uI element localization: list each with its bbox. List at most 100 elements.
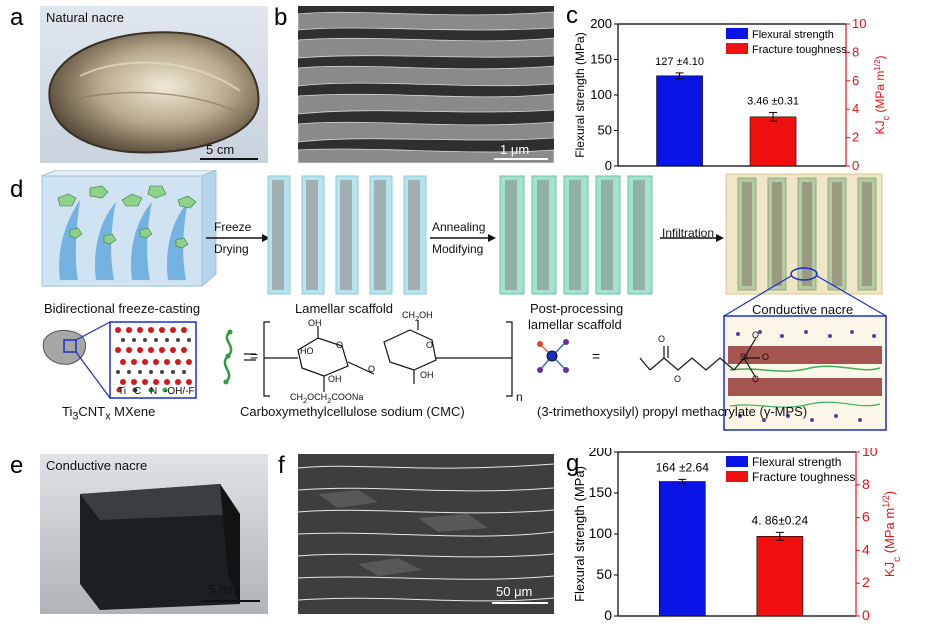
legend-swatch-toughness — [726, 471, 748, 482]
mxene-atom — [142, 359, 148, 365]
panel-a-scalebar-label: 5 cm — [206, 142, 235, 157]
mxene-atom — [186, 379, 192, 385]
mxene-atom — [181, 327, 187, 333]
mxene-atom — [126, 347, 132, 353]
mxene-atom — [175, 359, 181, 365]
legend-swatch-toughness — [726, 43, 748, 54]
mxene-atom — [164, 379, 170, 385]
sem-lamellae — [298, 6, 554, 163]
mxene-atom — [160, 370, 164, 374]
legend-label-flexural: Flexural strength — [752, 455, 841, 469]
mxene-atom — [165, 338, 169, 342]
panel-f-scalebar — [492, 602, 548, 604]
bar-fracture-toughness — [756, 535, 804, 617]
panel-label-g: g — [566, 450, 580, 477]
tick-label-left: 200 — [590, 16, 612, 31]
arrow-3-top-label: Infiltration — [662, 226, 715, 240]
cmc-equals: = — [250, 348, 259, 364]
legend-label-toughness: Fracture toughness — [752, 44, 847, 56]
mxene-atom — [154, 338, 158, 342]
mxene-atom — [115, 347, 121, 353]
conductive-nacre-photo: Conductive nacre 5 mm — [40, 454, 268, 614]
mxene-atom — [159, 347, 165, 353]
mxene-atom — [170, 327, 176, 333]
ylabel-left: Flexural strength (MPa) — [572, 466, 587, 602]
mxene-atom — [131, 359, 137, 365]
cmc-n: n — [516, 390, 523, 404]
mxene-atom — [170, 347, 176, 353]
legend-swatch-flexural — [726, 456, 748, 467]
data-label-toughness: 4. 86±0.24 — [752, 513, 809, 527]
data-label-flexural: 127 ±4.10 — [655, 56, 704, 68]
cmc-oh3: OH — [420, 370, 434, 380]
tick-label-right: 8 — [862, 476, 870, 492]
tick-label-right: 0 — [852, 158, 859, 173]
tick-label-right: 0 — [862, 607, 870, 623]
cmc-o3: O — [426, 340, 434, 350]
tick-label-left: 150 — [590, 52, 612, 67]
data-label-flexural: 164 ±2.64 — [656, 460, 710, 474]
mxene-atom — [148, 347, 154, 353]
mxene-atom — [115, 327, 121, 333]
step-label-lamellar-scaffold: Lamellar scaffold — [295, 301, 394, 316]
mxene-atom — [186, 359, 192, 365]
mxene-atom — [127, 370, 131, 374]
bar-fracture-toughness — [749, 116, 797, 167]
tick-label-left: 100 — [590, 87, 612, 102]
panel-a-scalebar — [200, 158, 258, 160]
tick-label-right: 8 — [852, 44, 859, 59]
tick-label-right: 4 — [852, 101, 859, 116]
ylabel-right: KJc (MPa m1/2) — [881, 491, 900, 577]
mps-o2: O — [762, 352, 770, 362]
ylabel-left: Flexural strength (MPa) — [573, 32, 587, 157]
data-label-toughness: 3.46 ±0.31 — [747, 95, 799, 107]
mxene-atom — [149, 370, 153, 374]
legend-swatch-flexural — [726, 28, 748, 39]
sem-image-natural: 1 μm — [298, 6, 554, 163]
natural-nacre-photo: Natural nacre 5 cm — [40, 6, 268, 163]
panel-label-b: b — [274, 4, 288, 31]
mxene-atom — [137, 327, 143, 333]
panel-f-scalebar-label: 50 μm — [496, 584, 533, 599]
mxene-illustration — [42, 321, 197, 399]
tick-label-left: 200 — [589, 448, 613, 459]
panel-b-scalebar-label: 1 μm — [500, 142, 530, 157]
cmc-o1: O — [336, 340, 344, 350]
nacre-zoom-box — [723, 315, 887, 431]
panel-b-scalebar — [494, 158, 548, 160]
mxene-atom — [175, 379, 181, 385]
panel-label-f: f — [278, 452, 285, 479]
arrow-1-top-label: Freeze — [214, 220, 252, 234]
ylabel-right: KJc (MPa m1/2) — [873, 56, 891, 135]
mxene-atom — [164, 359, 170, 365]
mxene-atom — [181, 347, 187, 353]
mxene-atom — [120, 379, 126, 385]
mps-label: (3-trimethoxysilyl) propyl methacrylate … — [537, 404, 808, 419]
mxene-label: Ti3CNTx MXene — [62, 404, 156, 423]
schematic-d — [41, 170, 887, 431]
bar-flexural-strength — [658, 481, 706, 617]
mxene-atom — [121, 338, 125, 342]
cmc-label: Carboxymethylcellulose sodium (CMC) — [240, 404, 465, 419]
cmc-structure — [223, 320, 513, 397]
tick-label-right: 6 — [852, 73, 859, 88]
sem-fracture — [298, 454, 554, 614]
post-processing-scaffold — [499, 175, 653, 295]
step-label-freeze-casting: Bidirectional freeze-casting — [44, 301, 201, 316]
mps-o1: O — [752, 330, 760, 340]
tick-label-left: 0 — [605, 158, 612, 173]
tick-label-left: 100 — [589, 525, 613, 541]
lamellar-scaffold — [267, 175, 427, 295]
mxene-atom — [137, 347, 143, 353]
cmc-ho: HO — [300, 346, 314, 356]
panel-label-d: d — [10, 176, 24, 203]
tick-label-right: 10 — [852, 16, 866, 31]
conductive-nacre-block — [723, 173, 887, 317]
panel-a-title: Natural nacre — [46, 10, 125, 25]
mps-o3: O — [752, 374, 760, 384]
tick-label-right: 2 — [852, 130, 859, 145]
mxene-legend-ti: Ti — [118, 386, 126, 397]
freeze-casting-block — [41, 170, 217, 288]
